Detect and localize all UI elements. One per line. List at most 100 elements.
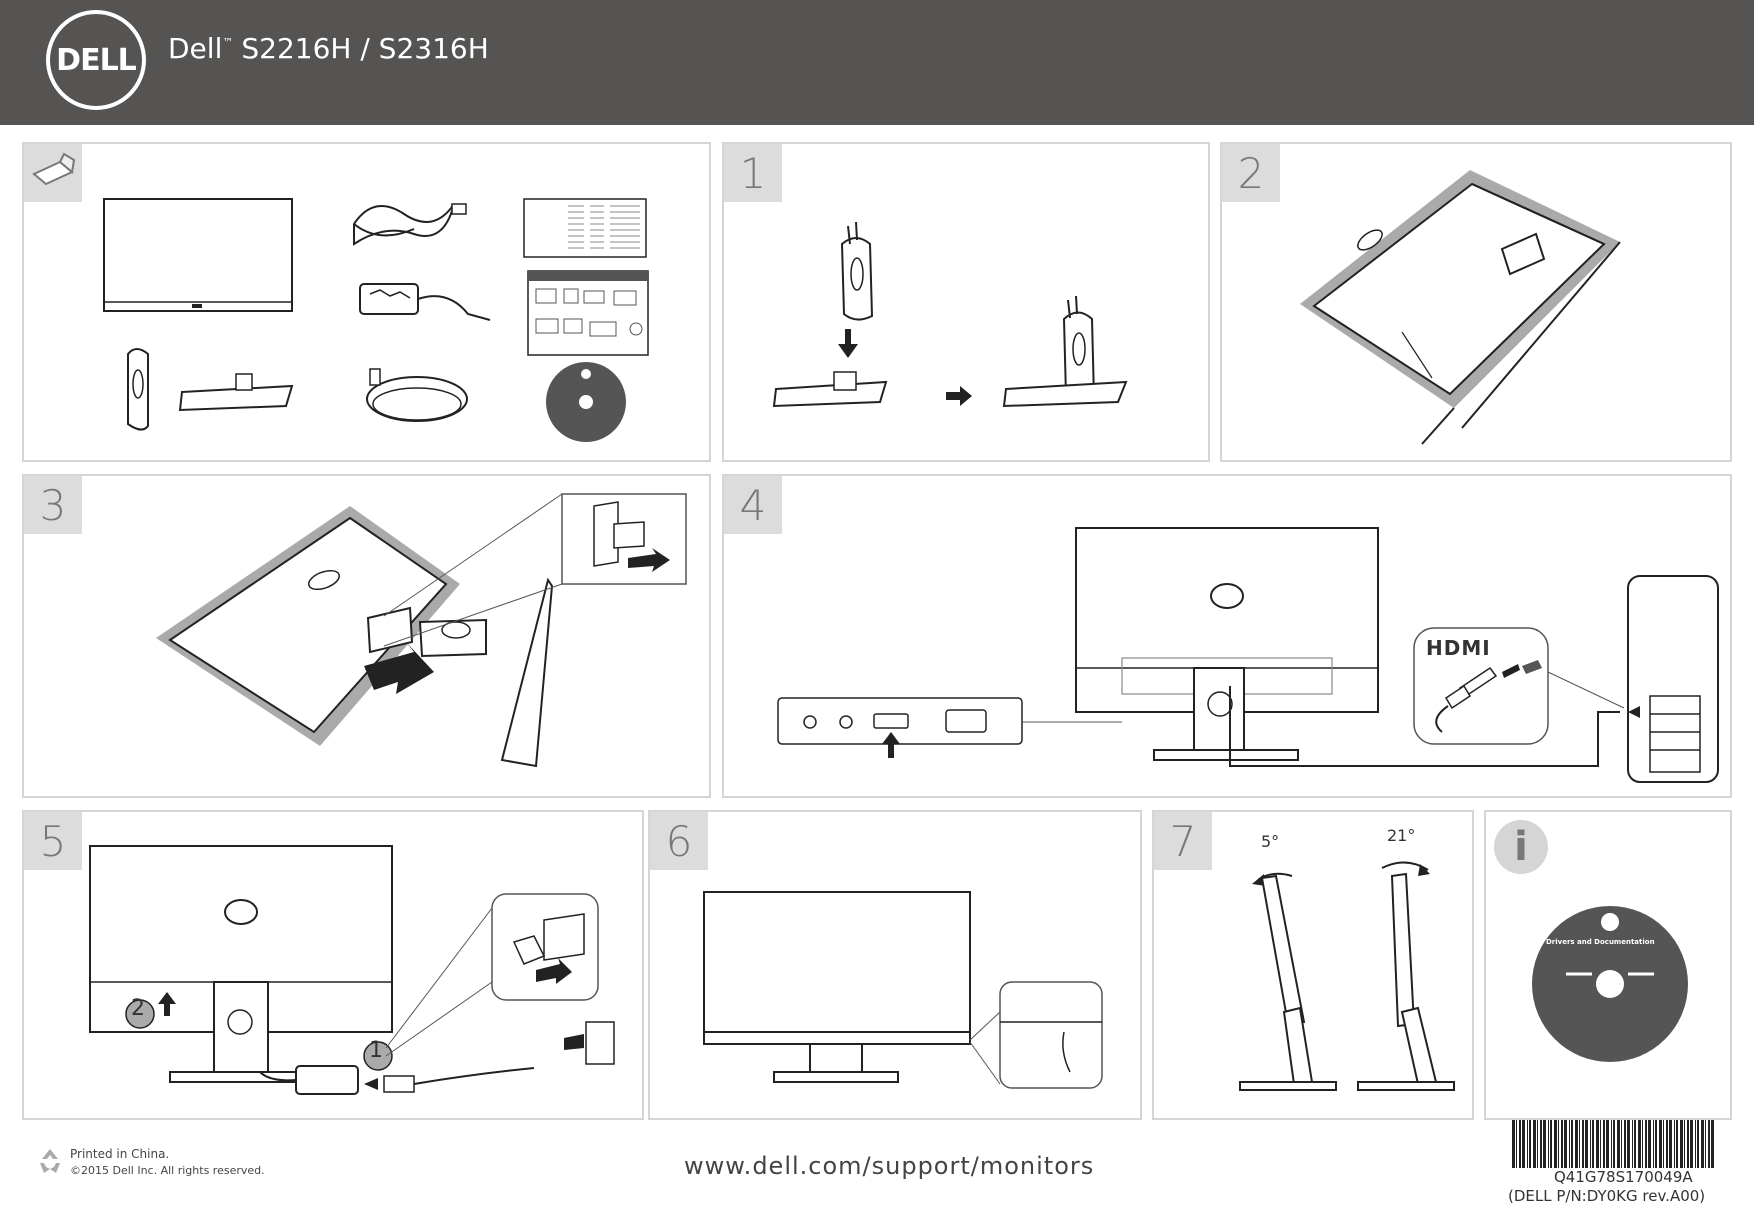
copyright: ©2015 Dell Inc. All rights reserved. (70, 1164, 265, 1177)
barcode-bar (1569, 1120, 1570, 1168)
barcode-bar (1690, 1120, 1693, 1168)
barcode-bar (1674, 1120, 1675, 1168)
barcode-bar (1558, 1120, 1559, 1168)
barcode-bar (1613, 1120, 1615, 1168)
barcode-bar (1659, 1120, 1662, 1168)
barcode-bar (1655, 1120, 1657, 1168)
panel-step-7: 7 5° 21° (1152, 810, 1474, 1120)
barcode-bar (1519, 1120, 1521, 1168)
dell-logo: DELL (46, 10, 146, 110)
power-on-illustration (703, 891, 1103, 1089)
barcode-bar (1642, 1120, 1643, 1168)
barcode-bar (1543, 1120, 1546, 1168)
step-number: 1 (724, 144, 782, 202)
barcode-bar (1711, 1120, 1714, 1168)
step-number: 4 (724, 476, 782, 534)
attach-stand-illustration (772, 221, 1128, 408)
panel-info: i Drivers and Documentation (1484, 810, 1732, 1120)
barcode-bar (1550, 1120, 1552, 1168)
barcode-bar (1537, 1120, 1538, 1168)
trademark: ™ (222, 36, 234, 49)
barcode-bar (1697, 1120, 1699, 1168)
barcode-bar (1529, 1120, 1531, 1168)
barcode-bar (1571, 1120, 1573, 1168)
barcode-bar (1708, 1120, 1710, 1168)
tilt-5-label: 5° (1261, 832, 1280, 851)
barcode-bar (1645, 1120, 1647, 1168)
step-number: 7 (1154, 812, 1212, 870)
barcode (1512, 1120, 1714, 1168)
panel-step-3: 3 (22, 474, 711, 798)
info-icon: i (1494, 820, 1548, 874)
barcode-bar (1540, 1120, 1542, 1168)
box-icon (24, 144, 82, 202)
barcode-bar (1585, 1120, 1588, 1168)
barcode-bar (1590, 1120, 1591, 1168)
panel-step-1: 1 (722, 142, 1210, 462)
barcode-bar (1684, 1120, 1685, 1168)
step-number: 6 (650, 812, 708, 870)
part-number: (DELL P/N:DY0KG rev.A00) (1508, 1187, 1706, 1205)
panel-box-contents (22, 142, 711, 462)
callout-2: 2 (131, 996, 145, 1021)
barcode-bar (1548, 1120, 1549, 1168)
barcode-bar (1603, 1120, 1605, 1168)
barcode-bar (1512, 1120, 1515, 1168)
connect-power-illustration (89, 845, 615, 1095)
barcode-bar (1676, 1120, 1678, 1168)
barcode-bar (1533, 1120, 1536, 1168)
barcode-bar (1627, 1120, 1630, 1168)
barcode-bar (1687, 1120, 1689, 1168)
barcode-bar (1596, 1120, 1599, 1168)
barcode-bar (1624, 1120, 1626, 1168)
box-contents-illustration (103, 198, 649, 442)
barcode-bar (1695, 1120, 1696, 1168)
barcode-bar (1705, 1120, 1706, 1168)
recycle-icon (40, 1149, 60, 1173)
barcode-bar (1617, 1120, 1620, 1168)
barcode-bar (1522, 1120, 1525, 1168)
barcode-bar (1701, 1120, 1704, 1168)
panel-step-4: 4 HDMI (722, 474, 1732, 798)
barcode-bar (1554, 1120, 1557, 1168)
barcode-bar (1653, 1120, 1654, 1168)
barcode-bar (1516, 1120, 1517, 1168)
brand-name: Dell (168, 32, 223, 65)
barcode-bar (1600, 1120, 1601, 1168)
barcode-bar (1648, 1120, 1651, 1168)
monitor-face-down-illustration (1300, 170, 1621, 445)
panel-step-5: 5 2 1 (22, 810, 644, 1120)
cd-title: Drivers and Documentation (1546, 938, 1655, 946)
barcode-bar (1669, 1120, 1672, 1168)
document-title: Dell™ S2216H / S2316H (168, 32, 489, 65)
tilt-illustration (1239, 861, 1455, 1091)
header-banner: DELL Dell™ S2216H / S2316H (0, 0, 1754, 125)
barcode-bar (1680, 1120, 1683, 1168)
callout-1: 1 (369, 1038, 383, 1063)
barcode-bar (1575, 1120, 1578, 1168)
barcode-bar (1632, 1120, 1633, 1168)
barcode-bar (1561, 1120, 1563, 1168)
model-name: S2216H / S2316H (241, 32, 489, 65)
barcode-bar (1621, 1120, 1622, 1168)
hdmi-label: HDMI (1426, 636, 1491, 660)
tilt-21-label: 21° (1387, 826, 1416, 845)
barcode-code: Q41G78S170049A (1554, 1168, 1693, 1186)
step-number: 5 (24, 812, 82, 870)
barcode-bar (1634, 1120, 1636, 1168)
barcode-bar (1579, 1120, 1580, 1168)
barcode-bar (1666, 1120, 1668, 1168)
connect-hdmi-illustration (777, 527, 1719, 783)
barcode-bar (1592, 1120, 1594, 1168)
panel-step-6: 6 (648, 810, 1142, 1120)
barcode-bar (1611, 1120, 1612, 1168)
barcode-bar (1638, 1120, 1641, 1168)
barcode-bar (1663, 1120, 1664, 1168)
step-number: 2 (1222, 144, 1280, 202)
barcode-bar (1527, 1120, 1528, 1168)
barcode-bar (1582, 1120, 1584, 1168)
barcode-bar (1564, 1120, 1567, 1168)
attach-monitor-illustration (156, 493, 687, 768)
support-url[interactable]: www.dell.com/support/monitors (684, 1152, 1095, 1180)
panel-step-2: 2 (1220, 142, 1732, 462)
